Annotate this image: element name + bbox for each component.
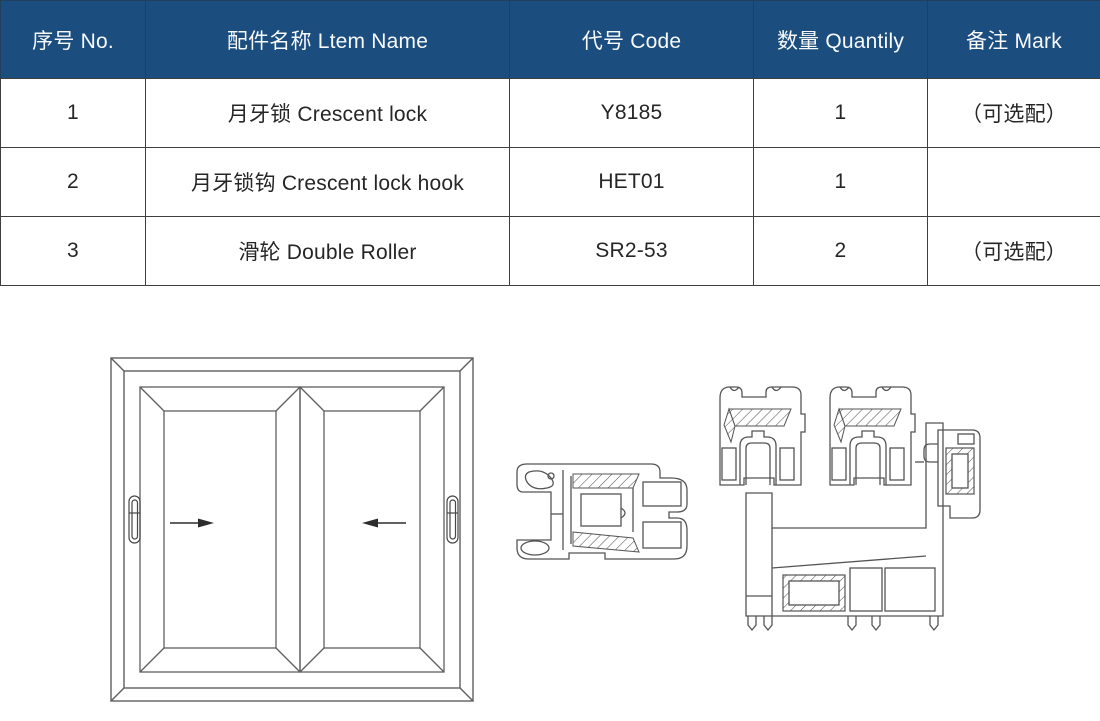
cell-no: 2 — [0, 147, 146, 217]
right-sash — [299, 386, 445, 673]
table-row: 1 月牙锁 Crescent lock Y8185 1 （可选配） — [0, 78, 1100, 148]
parts-table-header: 序号 No. 配件名称 Ltem Name 代号 Code 数量 Quantil… — [0, 0, 1100, 79]
sash-and-track-cross-section — [719, 386, 981, 632]
header-cell-no: 序号 No. — [0, 0, 146, 79]
frame-profile-cross-section — [516, 463, 688, 560]
cell-item: 滑轮 Double Roller — [145, 216, 510, 286]
right-handle — [446, 495, 459, 544]
cell-no: 1 — [0, 78, 146, 148]
table-row: 3 滑轮 Double Roller SR2-53 2 （可选配） — [0, 216, 1100, 286]
track-feet — [747, 616, 939, 632]
cell-quantity: 1 — [753, 78, 928, 148]
cell-code: HET01 — [509, 147, 754, 217]
cell-code: Y8185 — [509, 78, 754, 148]
slide-direction-arrow-left — [362, 518, 406, 528]
gasket-hatching — [572, 473, 640, 553]
cell-item: 月牙锁 Crescent lock — [145, 78, 510, 148]
cell-quantity: 2 — [753, 216, 928, 286]
window-frame — [110, 357, 474, 702]
header-cell-quantity: 数量 Quantily — [753, 0, 928, 79]
slide-direction-arrow-right — [170, 518, 214, 528]
cell-quantity: 1 — [753, 147, 928, 217]
cell-mark: （可选配） — [927, 216, 1100, 286]
cell-no: 3 — [0, 216, 146, 286]
glazing-bead-section — [915, 429, 981, 519]
header-cell-item: 配件名称 Ltem Name — [145, 0, 510, 79]
cell-code: SR2-53 — [509, 216, 754, 286]
sash-profile-section-right — [829, 386, 916, 486]
cell-mark: （可选配） — [927, 78, 1100, 148]
bottom-track-section — [745, 422, 944, 632]
parts-table: 序号 No. 配件名称 Ltem Name 代号 Code 数量 Quantil… — [0, 0, 1100, 286]
header-cell-mark: 备注 Mark — [927, 0, 1100, 79]
left-handle — [128, 495, 141, 544]
header-cell-code: 代号 Code — [509, 0, 754, 79]
sash-profile-section-left — [719, 386, 806, 486]
cell-mark — [927, 147, 1100, 217]
left-sash — [139, 386, 301, 673]
table-row: 2 月牙锁钩 Crescent lock hook HET01 1 — [0, 147, 1100, 217]
profile-outline — [516, 463, 688, 560]
sliding-window-diagram — [110, 357, 474, 702]
cell-item: 月牙锁钩 Crescent lock hook — [145, 147, 510, 217]
